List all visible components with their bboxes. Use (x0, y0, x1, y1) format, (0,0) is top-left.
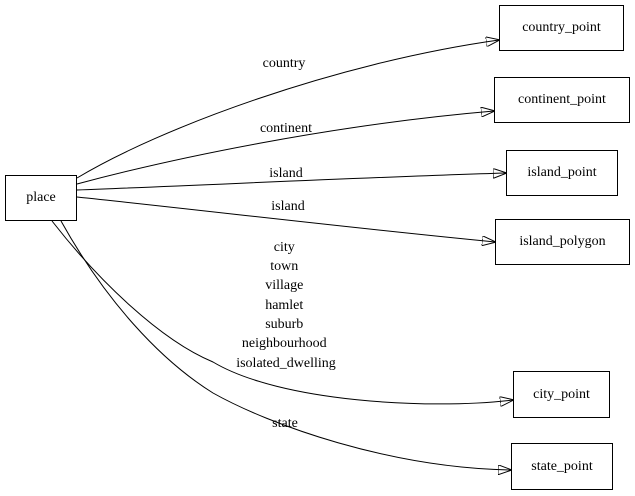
edge-label-island-polygon: island (271, 199, 304, 214)
edge-label-state: state (272, 416, 298, 431)
edge-place-country_point (76, 40, 499, 179)
node-country-point: country_point (499, 5, 624, 51)
node-island-point: island_point (506, 150, 618, 196)
node-place: place (5, 175, 77, 221)
node-island-polygon-label: island_polygon (519, 234, 606, 249)
edge-place-island_point (76, 173, 506, 191)
node-place-label: place (26, 190, 56, 205)
node-island-polygon: island_polygon (495, 219, 630, 265)
node-state-point-label: state_point (531, 458, 593, 474)
edge-label-continent: continent (260, 121, 312, 136)
node-city-point: city_point (513, 371, 610, 418)
edge-label-city-point: city town village hamlet suburb neighbou… (236, 240, 336, 371)
node-continent-point: continent_point (494, 77, 630, 123)
edge-label-island-point: island (269, 166, 302, 181)
node-continent-point-label: continent_point (518, 92, 606, 107)
edge-label-country: country (263, 56, 306, 71)
edge-place-island_polygon (76, 196, 495, 242)
node-island-point-label: island_point (527, 165, 597, 180)
node-country-point-label: country_point (522, 20, 601, 35)
edge-place-city_point (51, 220, 513, 404)
node-state-point: state_point (511, 443, 613, 490)
node-city-point-label: city_point (533, 386, 590, 402)
edge-place-continent_point (76, 111, 494, 185)
edge-place-state_point (60, 220, 511, 470)
